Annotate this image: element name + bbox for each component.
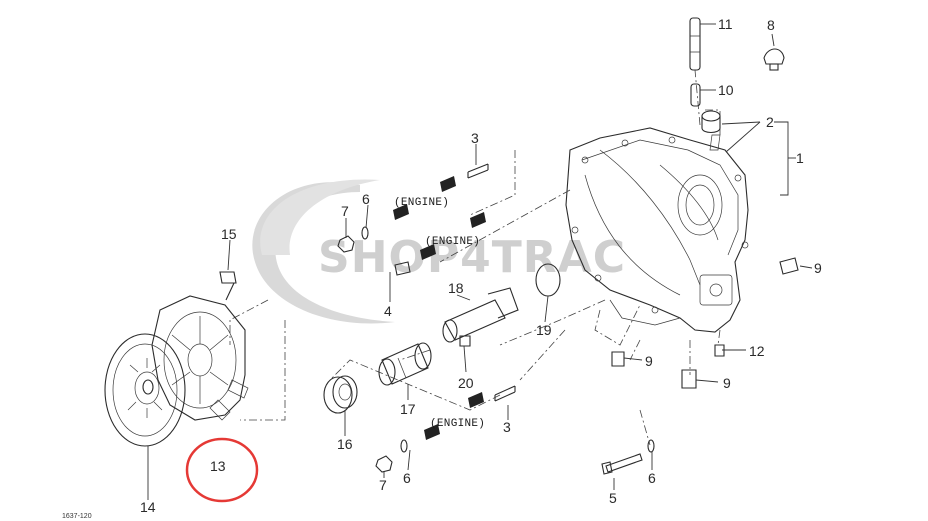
part-label-3: 3 <box>503 419 511 435</box>
part-label-2: 2 <box>766 114 774 130</box>
part-label-7: 7 <box>379 477 387 493</box>
part-label-20: 20 <box>458 375 474 391</box>
part-label-5: 5 <box>609 490 617 506</box>
engine-fasteners <box>337 226 411 473</box>
fork-bolt <box>459 335 471 347</box>
part-labels: 1 2 3 3 4 5 6 6 6 7 7 8 9 9 9 10 11 12 1… <box>140 16 822 515</box>
part-label-17: 17 <box>400 401 416 417</box>
engine-label: (ENGINE) <box>430 418 485 430</box>
clutch-housing <box>229 69 749 446</box>
bolts <box>611 257 799 389</box>
highlight-circle <box>185 437 259 503</box>
part-label-13: 13 <box>210 458 226 474</box>
engine-arrows <box>393 176 486 440</box>
leader-lines <box>147 23 813 500</box>
guide-sleeve <box>442 263 561 343</box>
part-label-14: 14 <box>140 499 156 515</box>
part-label-9: 9 <box>814 260 822 276</box>
clutch-disc <box>104 333 186 447</box>
watermark-text: SHOP4TRAC <box>318 232 626 283</box>
engine-label: (ENGINE) <box>425 236 480 248</box>
part-label-9: 9 <box>723 375 731 391</box>
watermark: SHOP4TRAC <box>252 179 626 324</box>
part-label-16: 16 <box>337 436 353 452</box>
part-label-7: 7 <box>341 203 349 219</box>
cover-bolt <box>219 271 237 301</box>
part-label-6: 6 <box>648 470 656 486</box>
dowel-pins <box>689 17 701 107</box>
part-label-15: 15 <box>221 226 237 242</box>
part-label-18: 18 <box>448 280 464 296</box>
part-label-11: 11 <box>718 16 733 32</box>
part-label-19: 19 <box>536 322 552 338</box>
part-label-6: 6 <box>403 470 411 486</box>
part-label-1: 1 <box>796 150 804 166</box>
figure-code: 1637-120 <box>62 513 92 520</box>
studs <box>467 163 516 402</box>
release-bearing-hub <box>378 342 432 386</box>
pressure-plate <box>151 295 249 421</box>
part-label-8: 8 <box>767 17 775 33</box>
part-label-6: 6 <box>362 191 370 207</box>
part-label-4: 4 <box>384 303 392 319</box>
release-bearing <box>323 375 358 414</box>
engine-label: (ENGINE) <box>394 197 449 209</box>
part-label-10: 10 <box>718 82 734 98</box>
plug <box>763 48 785 71</box>
seal <box>701 110 721 134</box>
part-label-12: 12 <box>749 343 765 359</box>
part-label-3: 3 <box>471 130 479 146</box>
long-bolt <box>601 439 655 475</box>
engine-labels: (ENGINE) (ENGINE) (ENGINE) <box>394 197 485 430</box>
part-label-9: 9 <box>645 353 653 369</box>
